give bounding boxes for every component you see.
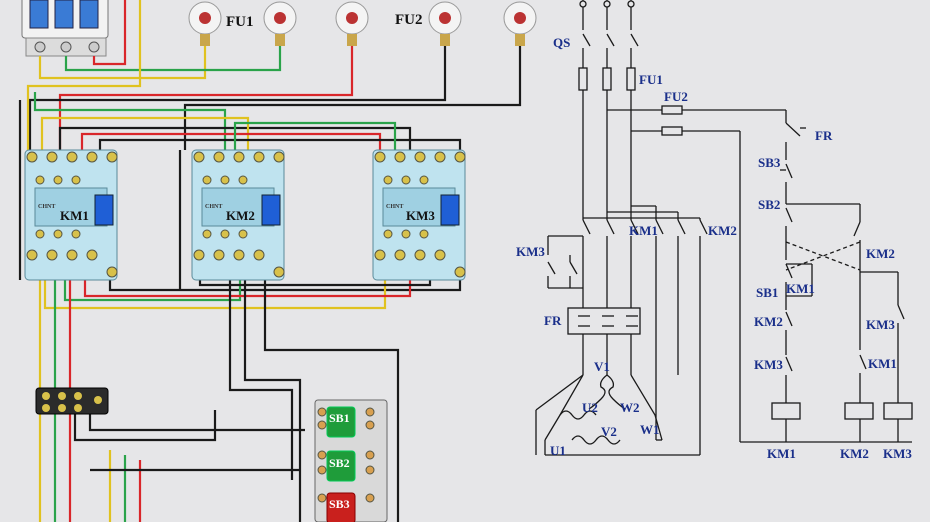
- fu1-label: FU1: [226, 14, 254, 30]
- km3-label: KM3: [406, 208, 435, 223]
- sb2-label: SB2: [329, 456, 350, 470]
- fu2-label: FU2: [395, 12, 423, 28]
- fuse-holder: [335, 1, 369, 46]
- fu2-schematic-label: FU2: [664, 89, 688, 104]
- contactor-km1: CHNT KM1: [24, 149, 118, 281]
- km2-model: CHNT: [205, 204, 222, 210]
- contactor-km3: CHNT KM3: [372, 149, 466, 281]
- schematic-panel: [535, 0, 913, 456]
- km1-aux-label: KM1: [786, 281, 815, 296]
- coil-km3-label: KM3: [883, 446, 912, 461]
- contactor-km2: CHNT KM2: [191, 149, 285, 281]
- qs-label: QS: [553, 35, 570, 50]
- coil-km2-label: KM2: [840, 446, 869, 461]
- fuse-holder: [263, 1, 297, 46]
- wires: [18, 0, 522, 522]
- v2-label: V2: [601, 424, 617, 439]
- sb1-schematic-label: SB1: [756, 285, 778, 300]
- schematic-labels: QS FU1 FU2 FR SB3 SB2 SB1 KM1 KM3 KM1 KM…: [516, 35, 912, 461]
- sb3-schematic-label: SB3: [758, 155, 781, 170]
- sb1-label: SB1: [329, 411, 350, 425]
- v1-label: V1: [594, 359, 610, 374]
- km1-main-label: KM1: [629, 223, 658, 238]
- km1-model: CHNT: [38, 204, 55, 210]
- wiring-panel: FU1 FU2: [18, 0, 537, 522]
- km3-model: CHNT: [386, 204, 403, 210]
- fuse-holders: [188, 1, 537, 46]
- km3-right-label: KM3: [866, 317, 895, 332]
- km2-right-label: KM2: [866, 246, 895, 261]
- w1-label: W1: [640, 422, 660, 437]
- km2-label: KM2: [226, 208, 255, 223]
- sb3-button: [326, 492, 356, 522]
- thermal-relay: [35, 387, 109, 415]
- fr-contact-label: FR: [815, 128, 833, 143]
- w2-label: W2: [620, 400, 640, 415]
- u2-label: U2: [582, 400, 598, 415]
- sb2-schematic-label: SB2: [758, 197, 780, 212]
- km1-label: KM1: [60, 208, 89, 223]
- fuse-holder: [428, 1, 462, 46]
- km1-right-label: KM1: [868, 356, 897, 371]
- km3-main-label: KM3: [516, 244, 545, 259]
- fu1-schematic-label: FU1: [639, 72, 663, 87]
- button-station: SB1 SB2 SB3: [314, 399, 388, 522]
- fuse-holder: [503, 1, 537, 46]
- km2-left-label: KM2: [754, 314, 783, 329]
- sb2-button: [326, 450, 356, 482]
- sb1-button: [326, 406, 356, 438]
- u1-label: U1: [550, 443, 566, 458]
- sb3-label: SB3: [329, 497, 350, 511]
- coil-km1-label: KM1: [767, 446, 796, 461]
- fuse-holder: [188, 1, 222, 46]
- km3-left-label: KM3: [754, 357, 783, 372]
- km2-main-label: KM2: [708, 223, 737, 238]
- fr-relay-label: FR: [544, 313, 562, 328]
- circuit-breaker: [21, 0, 109, 57]
